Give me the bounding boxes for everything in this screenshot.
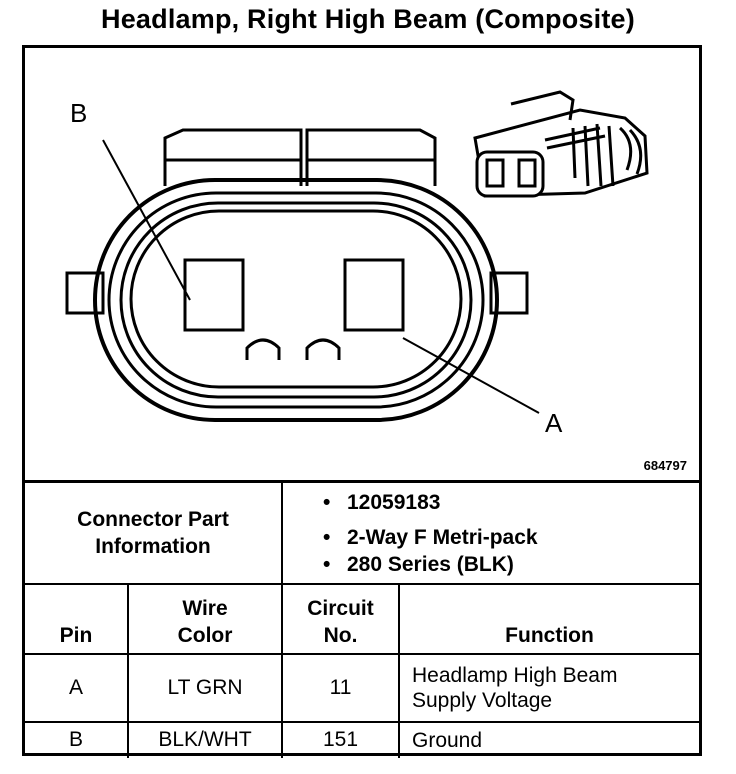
connector-info-label-line: Information (95, 534, 211, 558)
latch-right-shape (305, 128, 437, 186)
connector-info-label-line: Connector Part (77, 507, 229, 531)
connector-table: Connector Part Information 12059183 2-Wa… (25, 480, 700, 758)
diagram-frame: B A 684797 Connector Part Information 12… (22, 45, 702, 758)
function-line: Supply Voltage (412, 688, 553, 712)
header-circuit-line: No. (323, 623, 358, 647)
header-circuit: Circuit No. (281, 582, 400, 655)
table-row: A LT GRN 11 Headlamp High Beam Supply Vo… (25, 652, 700, 723)
cavity-a-shape (343, 258, 405, 332)
callout-b-label: B (70, 98, 88, 128)
header-wire-color-line: Wire (182, 596, 228, 620)
circuit-cell: 11 (281, 652, 400, 723)
outer-housing-shape (93, 178, 499, 422)
page-title: Headlamp, Right High Beam (Composite) (101, 4, 635, 34)
function-line: Ground (412, 728, 483, 752)
function-line: Headlamp High Beam (412, 663, 618, 687)
connector-diagram: B A 684797 (25, 48, 699, 480)
pin-cell: A (25, 652, 129, 723)
connector-part-number: 12059183 (323, 489, 699, 516)
connector-face-view (65, 90, 649, 422)
header-function: Function (397, 582, 700, 655)
header-wire-color-line: Color (177, 623, 233, 647)
pin-cell: B (25, 720, 129, 758)
latch-left-shape (163, 128, 303, 186)
callout-a-line (402, 337, 540, 414)
function-cell: Ground (397, 720, 700, 758)
function-cell: Headlamp High Beam Supply Voltage (397, 652, 700, 723)
connector-info-row: Connector Part Information 12059183 2-Wa… (25, 480, 700, 585)
wire-color-cell: BLK/WHT (127, 720, 283, 758)
table-row: B BLK/WHT 151 Ground (25, 720, 700, 758)
callout-b-line (102, 139, 191, 301)
connector-info-details: 12059183 2-Way F Metri-pack 280 Series (… (280, 480, 700, 585)
header-wire-color: Wire Color (127, 582, 283, 655)
connector-type: 2-Way F Metri-pack (323, 524, 699, 551)
connector-info-label: Connector Part Information (25, 480, 283, 585)
table-header-row: Pin Wire Color Circuit No. Function (25, 582, 700, 655)
callout-a-label: A (545, 408, 563, 438)
wire-color-cell: LT GRN (127, 652, 283, 723)
header-pin-label: Pin (59, 623, 93, 647)
header-circuit-line: Circuit (307, 596, 374, 620)
header-pin: Pin (25, 582, 129, 655)
connector-series: 280 Series (BLK) (323, 551, 699, 578)
figure-number: 684797 (643, 458, 687, 473)
cavity-b-shape (183, 258, 245, 332)
circuit-cell: 151 (281, 720, 400, 758)
header-function-label: Function (505, 623, 594, 647)
connector-perspective-sketch (473, 90, 649, 198)
